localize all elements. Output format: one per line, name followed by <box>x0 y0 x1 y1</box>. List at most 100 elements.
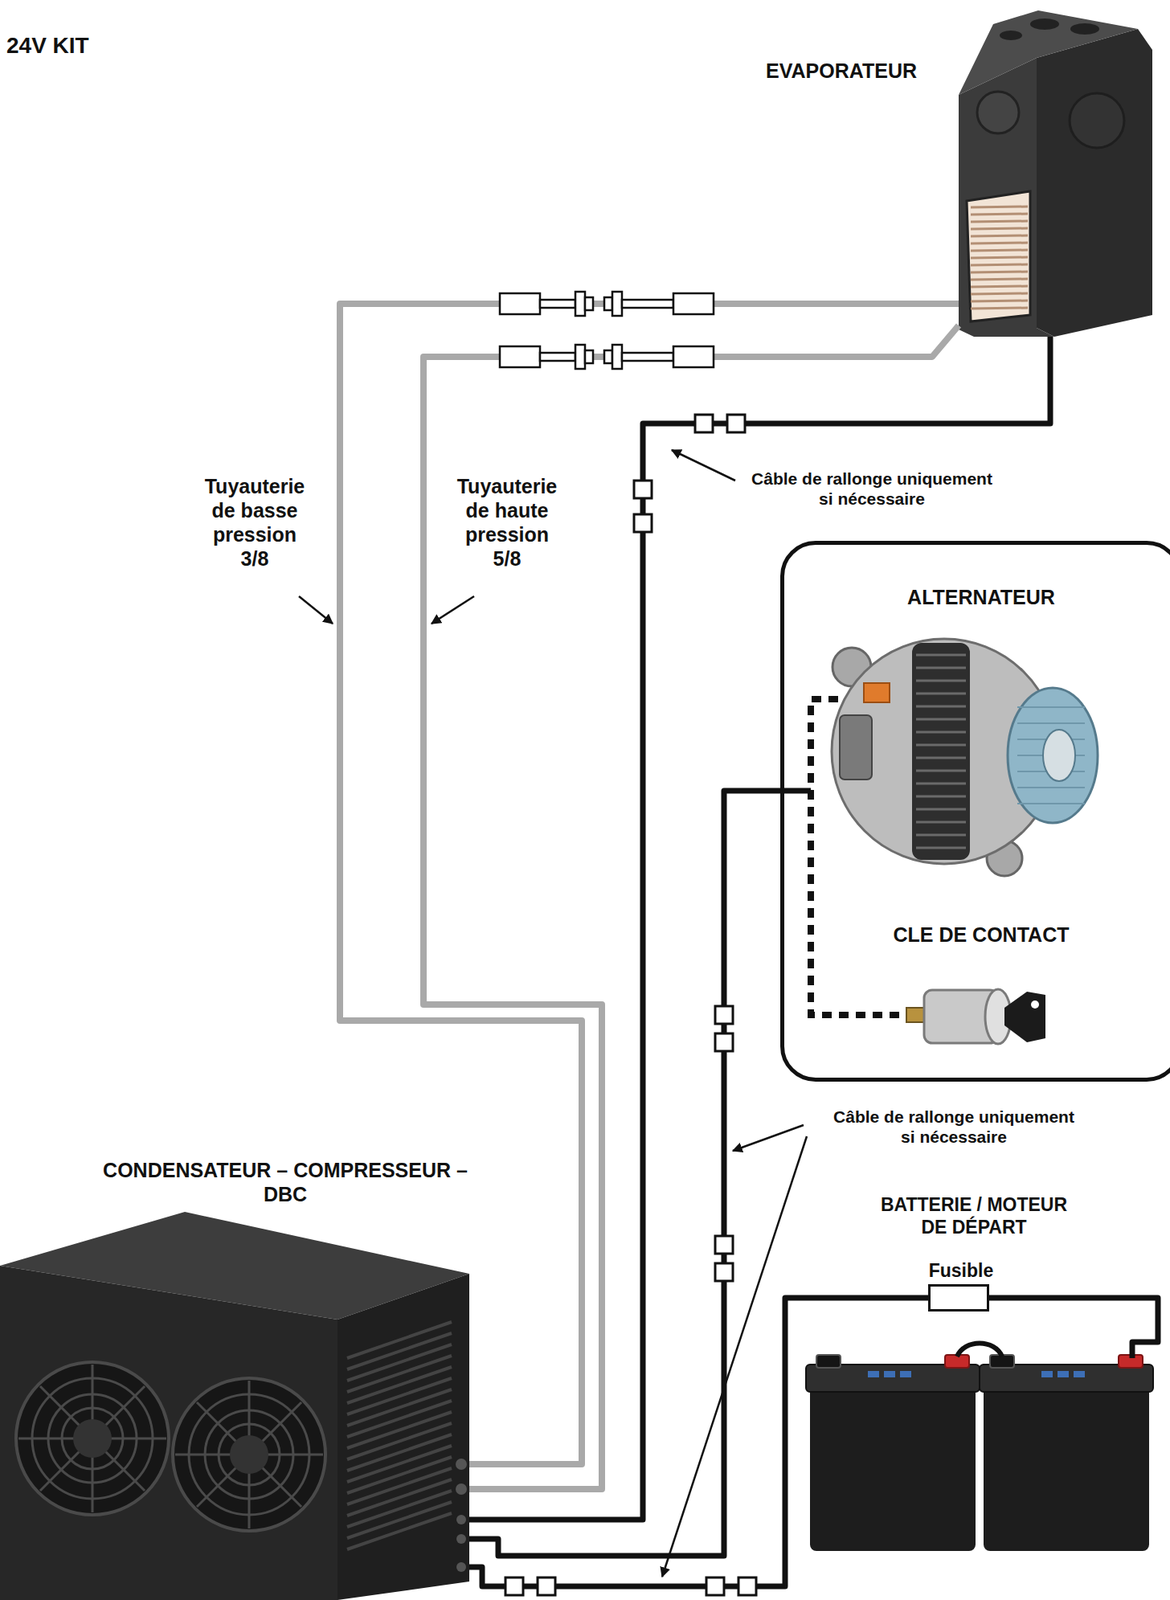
pipe-fittings <box>499 291 714 369</box>
cable-connectors-rect <box>727 414 745 433</box>
cable-connectors-rect <box>634 480 652 499</box>
pipe-label-wrap: Tuyauterie de haute pression 5/8 <box>450 474 564 571</box>
evaporator-grille-line <box>970 249 1028 251</box>
condenser-illustration-circle <box>456 1562 467 1572</box>
evaporator-illustration-circle <box>1069 93 1125 148</box>
pipe-fittings-rect <box>585 297 594 311</box>
condenser-grille <box>347 1321 452 1550</box>
battery-illustration-rect <box>883 1370 896 1378</box>
node-text-wrap: BATTERIE / MOTEUR DE DÉPART <box>833 1194 1115 1239</box>
node-label: Fusible <box>882 1260 1040 1283</box>
ignition-switch-polygon <box>1004 991 1046 1043</box>
evaporator-grille-line <box>970 300 1028 302</box>
battery-illustration-rect <box>816 1354 841 1368</box>
alternator-illustration-rect <box>839 715 872 780</box>
cable-connectors-rect <box>634 514 652 532</box>
alternator-fins-line <box>916 679 966 683</box>
alternator-illustration-rect <box>863 683 890 703</box>
node-text-wrap: EVAPORATEUR <box>765 58 917 83</box>
evaporator-illustration-polygon <box>1036 28 1153 337</box>
fuse-box: Fusible <box>928 1284 990 1312</box>
evaporator-illustration-ellipse <box>1070 23 1100 35</box>
battery-illustration-rect <box>979 1364 1154 1392</box>
pipe-fittings-rect <box>673 293 714 315</box>
alternator-fins-line <box>916 756 966 760</box>
condenser-illustration-circle <box>456 1514 467 1525</box>
evaporator-grille-line <box>970 264 1028 266</box>
alternator-fins-line <box>916 731 966 734</box>
evaporator-grille-line <box>970 286 1028 287</box>
callout-wrap: Câble de rallonge uniquement si nécessai… <box>746 468 998 509</box>
condenser-illustration-circle <box>456 1534 467 1544</box>
evaporator-illustration-circle <box>977 91 1019 134</box>
node-text-wrap: CLE DE CONTACT <box>784 922 1170 947</box>
condenser-unit: CONDENSATEUR – COMPRESSEUR – DBC <box>0 1209 470 1600</box>
evaporator-grille-line <box>970 271 1028 273</box>
evaporator-illustration-ellipse <box>999 30 1023 41</box>
alternator-fins-line <box>916 795 966 798</box>
alternator-illustration-ellipse <box>1043 729 1076 782</box>
condenser-fans-circle <box>16 1362 169 1515</box>
alternator-pulley-line <box>1017 802 1085 805</box>
cable-connectors-rect <box>738 1577 757 1596</box>
evaporator-grille-line <box>970 213 1028 215</box>
battery-illustration-rect <box>1073 1370 1085 1378</box>
node-text-wrap: ALTERNATEUR <box>784 585 1170 610</box>
cable-connectors-rect <box>537 1577 556 1596</box>
battery-illustration-rect <box>1041 1370 1053 1378</box>
node-text-wrap: Fusible <box>882 1260 1040 1283</box>
evaporator-grille-line <box>970 307 1028 309</box>
alternator-fins-line <box>916 834 966 837</box>
condenser-fans <box>16 1362 326 1531</box>
pipe-fittings-rect <box>604 297 613 311</box>
node-text-wrap: CONDENSATEUR – COMPRESSEUR – DBC <box>96 1157 475 1207</box>
power-cable <box>989 1297 1158 1359</box>
evaporator-illustration-polygon <box>966 191 1031 322</box>
pipe-label-wrap: Tuyauterie de basse pression 3/8 <box>198 474 311 571</box>
cable-connectors-rect <box>695 414 713 433</box>
condenser-illustration-circle <box>455 1483 467 1495</box>
alternator-pulley-line <box>1017 786 1085 789</box>
evaporator-grille-line <box>970 293 1028 295</box>
alternator-panel: ALTERNATEUR CLE DE CONTACT <box>780 540 1170 1082</box>
alternator-pulley-line <box>1017 706 1085 708</box>
cable-connectors-rect <box>715 1235 733 1254</box>
battery-illustration-path <box>957 1343 1003 1358</box>
node-label: CONDENSATEUR – COMPRESSEUR – DBC <box>96 1157 475 1207</box>
cable-connectors-rect <box>715 1263 733 1281</box>
cable-connectors-rect <box>505 1577 524 1596</box>
alternator-illustration <box>784 638 1098 1015</box>
condenser-illustration-circle <box>455 1458 467 1470</box>
alternator-pulley-line <box>1017 722 1085 725</box>
pipe-fittings-rect <box>612 344 622 369</box>
pipe-fittings-rect <box>612 291 622 316</box>
battery-illustration <box>805 1343 1154 1552</box>
leader-arrows-line <box>732 1125 804 1151</box>
node-label: ALTERNATEUR <box>784 585 1170 610</box>
pipe-fittings-rect <box>621 352 674 361</box>
condenser-fans-circle <box>229 1435 269 1474</box>
pipe-fittings-rect <box>673 346 714 368</box>
alternator-fins <box>916 654 966 848</box>
callout-wrap: Câble de rallonge uniquement si nécessai… <box>828 1106 1080 1147</box>
pipe-fittings-rect <box>540 299 576 308</box>
alternator-fins-line <box>916 744 966 747</box>
condenser-fans-line <box>196 1402 302 1507</box>
condenser-illustration-polygon <box>337 1273 470 1600</box>
node-label: BATTERIE / MOTEUR DE DÉPART <box>833 1194 1115 1239</box>
evaporator-grille-line <box>970 242 1028 244</box>
battery-illustration-rect <box>983 1375 1150 1551</box>
battery-illustration-rect <box>867 1370 880 1378</box>
battery-illustration-rect <box>810 1375 976 1551</box>
battery-illustration-rect <box>990 1354 1015 1368</box>
condenser-illustration <box>0 1211 470 1600</box>
leader-arrows <box>298 450 807 1577</box>
pipe-fittings-rect <box>499 293 540 315</box>
power-cable <box>469 1297 929 1587</box>
condenser-fans-line <box>40 1386 145 1491</box>
pipe-fittings-rect <box>540 352 576 361</box>
alternator-illustration-rect <box>912 642 970 860</box>
